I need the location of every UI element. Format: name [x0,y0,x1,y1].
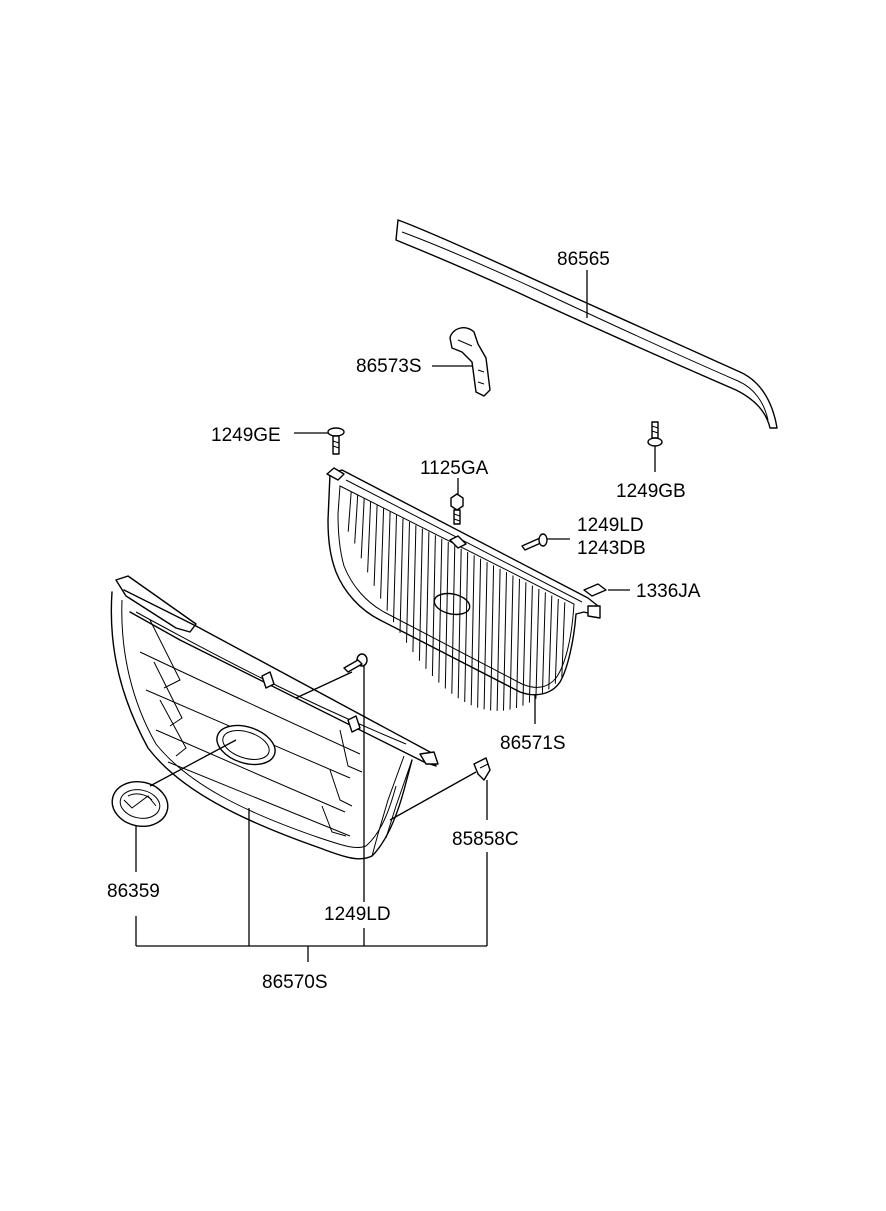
label-86573S: 86573S [356,356,422,377]
label-86359: 86359 [107,881,160,902]
label-86565: 86565 [557,249,610,270]
top-molding-part [395,219,778,429]
label-1125GA: 1125GA [420,458,489,479]
assembly-bracket [135,808,488,962]
front-grille-part [110,575,439,860]
screw-1249GE-icon [327,427,345,455]
grille-slat [522,582,527,706]
grille-slat [399,518,404,633]
grille-slat [406,521,410,643]
label-86571S: 86571S [500,733,566,754]
bolt-1125GA-icon [450,493,464,525]
grille-slat [412,525,417,653]
clip-1336JA-icon [583,583,607,597]
grille-slat [380,508,385,599]
grille-slat [464,551,469,703]
grille-slat [425,531,430,669]
grille-slat [554,598,559,684]
grille-slat [516,578,520,709]
emblem-86359-part [111,781,169,827]
grille-slat [561,602,566,678]
leader-85858C-grille [389,771,477,821]
label-1249GE: 1249GE [211,425,281,446]
grille-slat [509,575,514,710]
leader-emblem [149,739,237,787]
screw-1249LD-top-icon [521,533,548,551]
clip-85858C-icon [473,757,491,781]
label-1249LD-bottom: 1249LD [324,904,391,925]
grille-slat [386,511,391,611]
grille-slat [360,498,365,559]
grille-slat [373,505,378,586]
label-85858C: 85858C [452,829,519,850]
grille-slat [451,545,456,694]
grille-slat [483,562,488,710]
label-1336JA: 1336JA [636,581,701,602]
label-86570S: 86570S [262,972,328,993]
grille-slat [548,595,553,690]
grille-slat [496,568,501,711]
grille-slat [431,535,436,677]
grille-slats [347,491,566,711]
grille-slat [541,592,546,695]
label-1249LD-top: 1249LD [577,515,644,536]
leader-1249LD-grille [295,671,353,699]
rear-grille-panel-part [326,467,601,711]
grille-slat [457,548,462,699]
grille-slat [438,538,443,683]
screw-1249LD-bottom-icon [343,653,368,673]
grille-slat [535,588,540,699]
screw-1249GB-icon [647,421,663,447]
grille-slat [418,528,423,661]
grille-slat [347,491,352,532]
grille-slat [354,494,359,544]
grille-slat [367,501,372,573]
label-1243DB: 1243DB [577,538,646,559]
grille-slat [490,565,495,711]
grille-slat [477,558,482,708]
grille-slat [444,541,449,689]
grille-slat [503,572,507,711]
label-1249GB: 1249GB [616,481,686,502]
grille-slat [393,515,397,623]
grille-slat [470,555,475,706]
bracket-part [449,327,491,397]
grille-slat [528,585,533,703]
